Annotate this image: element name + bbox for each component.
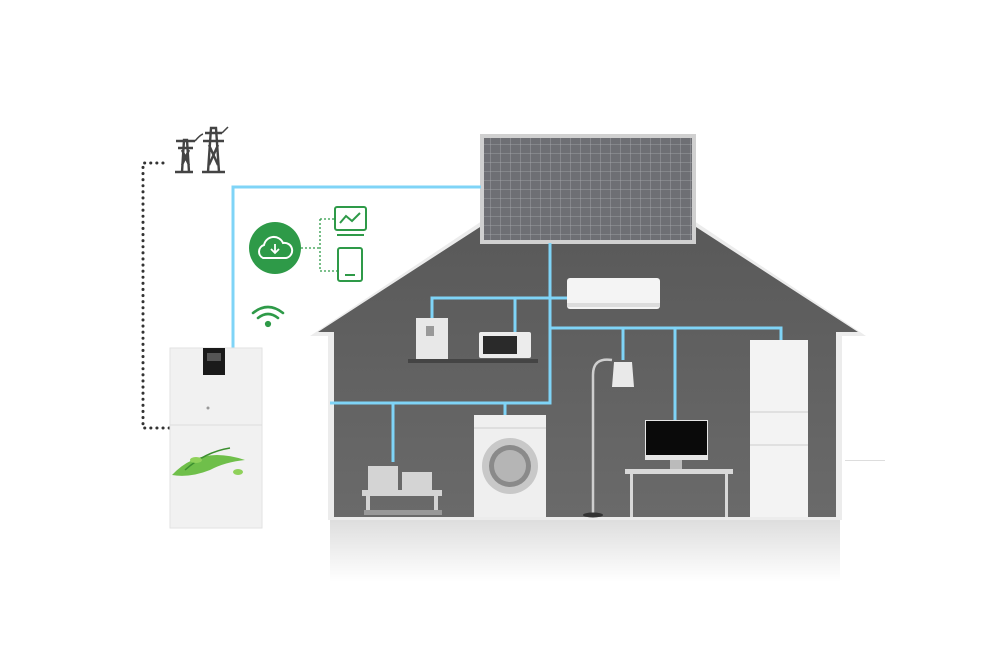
floor-lamp <box>583 358 634 518</box>
cloud-links <box>301 218 337 272</box>
microwave <box>479 332 531 358</box>
refrigerator <box>750 340 808 517</box>
shelf <box>408 359 538 363</box>
grid-connection <box>141 161 172 430</box>
heat-pump <box>362 466 442 515</box>
cloud-download-icon <box>249 222 301 274</box>
air-conditioner <box>567 278 660 309</box>
side-wall-line <box>845 460 885 461</box>
house-interior <box>318 157 858 517</box>
coffee-machine <box>416 318 448 359</box>
power-pylon-icon <box>175 126 229 174</box>
desk <box>625 469 733 517</box>
washing-machine <box>474 415 546 517</box>
monitor-chart-icon <box>334 206 367 236</box>
phone-icon <box>337 247 363 282</box>
home-battery <box>169 347 263 529</box>
computer-monitor <box>645 420 708 469</box>
floor <box>330 517 840 582</box>
power-lines <box>231 185 783 462</box>
solar-panel <box>480 134 696 244</box>
wifi-icon <box>251 305 285 328</box>
